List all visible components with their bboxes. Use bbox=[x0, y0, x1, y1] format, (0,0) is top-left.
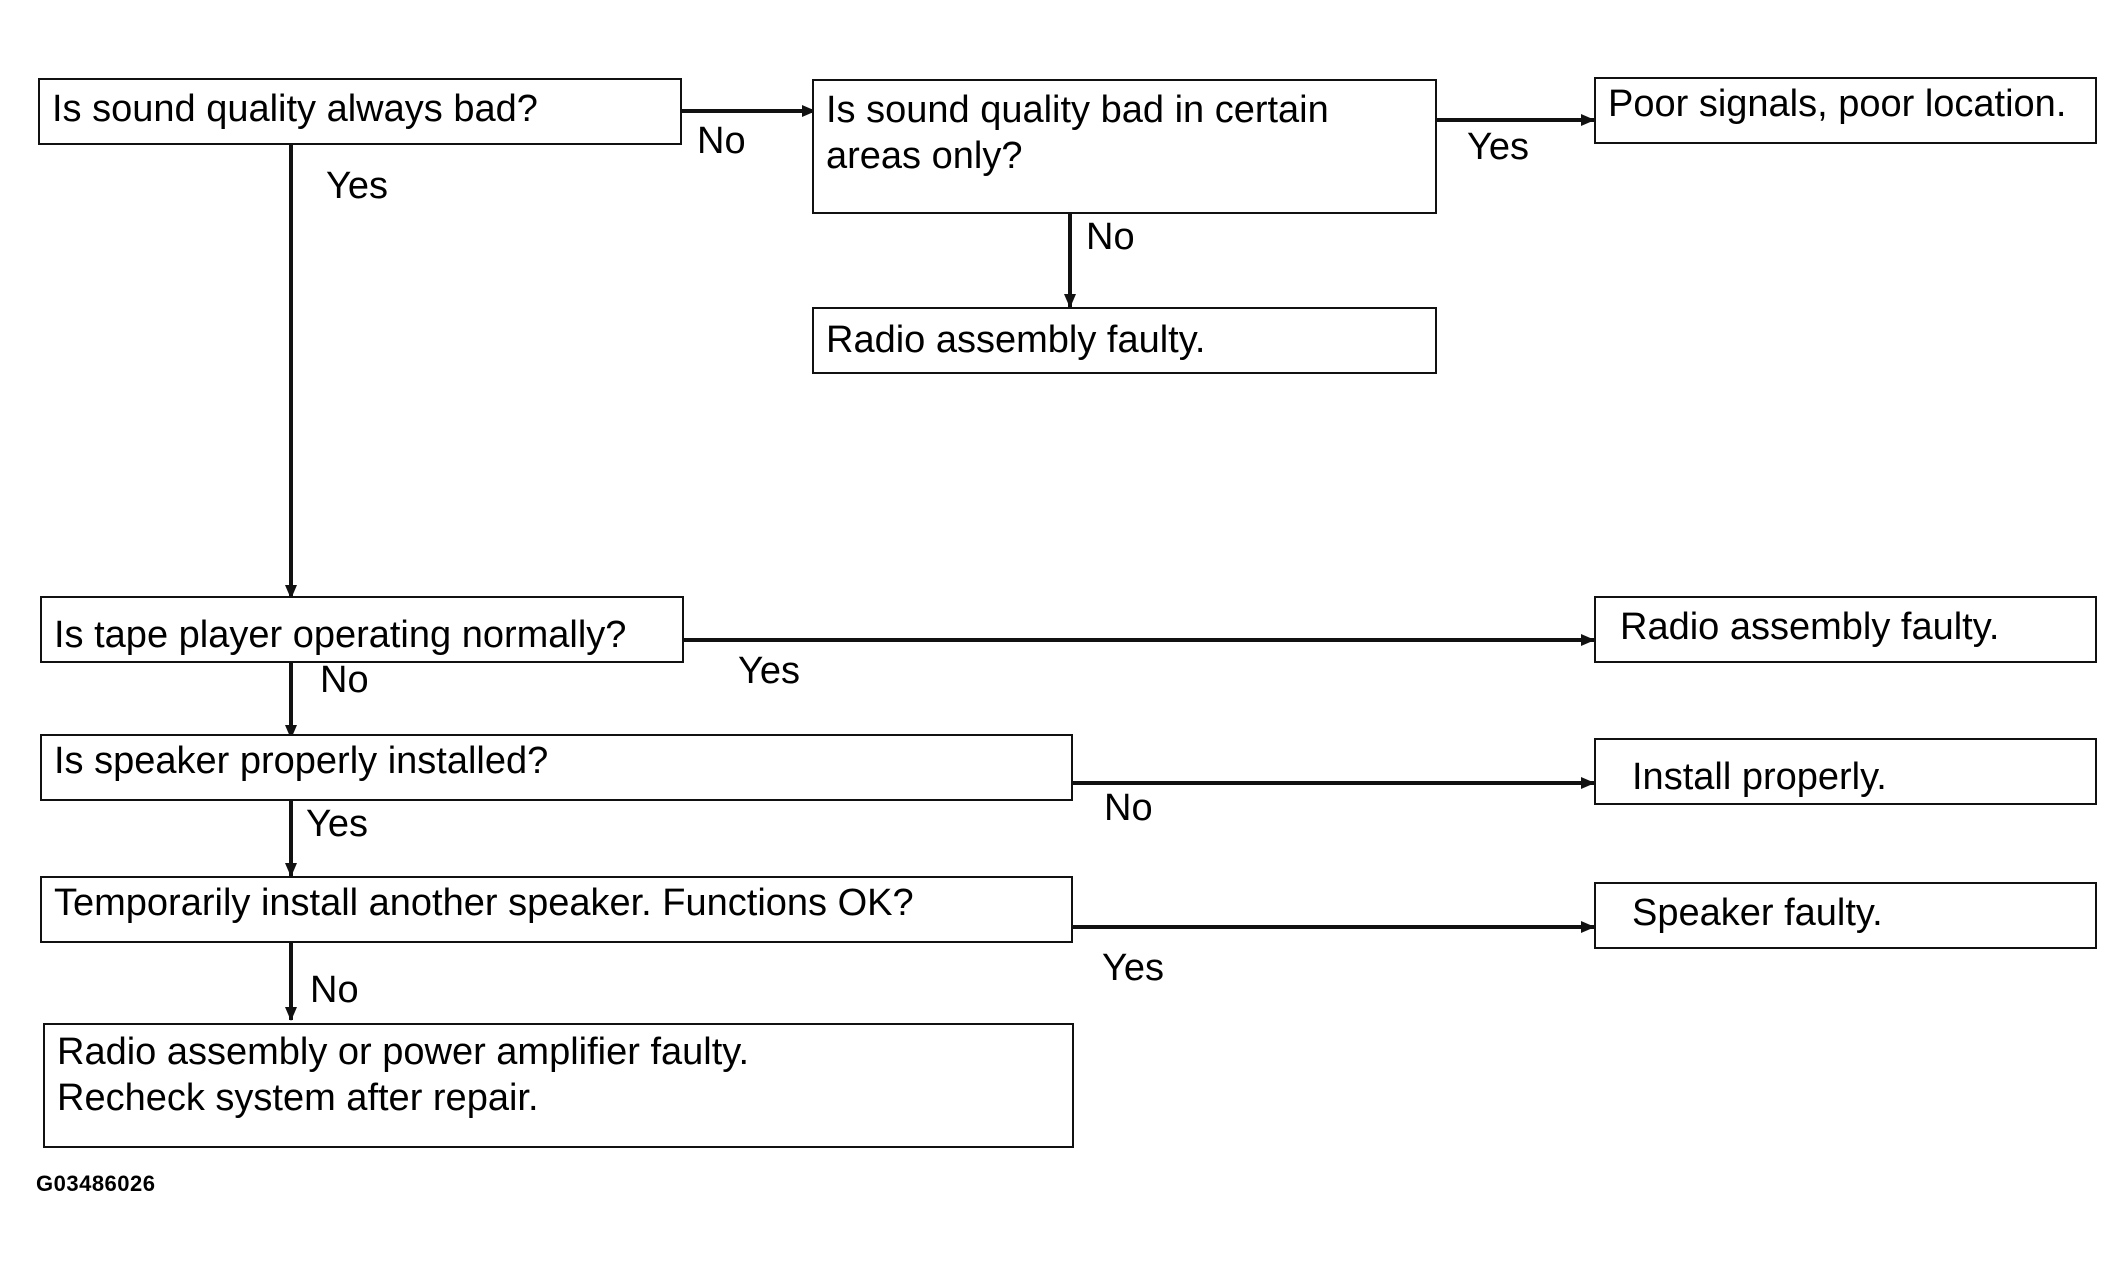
label-speaker-installed-no: No bbox=[1104, 787, 1153, 829]
question-speaker-installed: Is speaker properly installed? bbox=[40, 734, 1073, 801]
result-radio-faulty-2: Radio assembly faulty. bbox=[1594, 596, 2097, 663]
result-radio-faulty-1-text: Radio assembly faulty. bbox=[826, 319, 1206, 361]
result-radio-or-amp-line-1: Radio assembly or power amplifier faulty… bbox=[57, 1031, 750, 1073]
figure-code: G03486026 bbox=[36, 1171, 156, 1196]
result-radio-or-amp-line-2: Recheck system after repair. bbox=[57, 1077, 539, 1119]
result-radio-faulty-1: Radio assembly faulty. bbox=[812, 307, 1437, 374]
result-speaker-faulty: Speaker faulty. bbox=[1594, 882, 2097, 949]
label-another-speaker-no: No bbox=[310, 969, 359, 1011]
label-always-bad-no: No bbox=[697, 120, 746, 162]
result-radio-or-amp: Radio assembly or power amplifier faulty… bbox=[43, 1023, 1074, 1148]
question-always-bad-text: Is sound quality always bad? bbox=[52, 88, 538, 130]
question-certain-areas-line-1: Is sound quality bad in certain bbox=[826, 89, 1329, 131]
question-certain-areas-line-2: areas only? bbox=[826, 135, 1023, 177]
label-another-speaker-yes: Yes bbox=[1102, 947, 1164, 989]
question-speaker-installed-text: Is speaker properly installed? bbox=[54, 740, 549, 782]
question-certain-areas: Is sound quality bad in certain areas on… bbox=[812, 79, 1437, 214]
label-certain-areas-yes: Yes bbox=[1467, 126, 1529, 168]
question-another-speaker: Temporarily install another speaker. Fun… bbox=[40, 876, 1073, 943]
label-certain-areas-no: No bbox=[1086, 216, 1135, 258]
question-tape-player: Is tape player operating normally? bbox=[40, 596, 684, 663]
label-always-bad-yes: Yes bbox=[326, 165, 388, 207]
label-speaker-installed-yes: Yes bbox=[306, 803, 368, 845]
result-install-properly-text: Install properly. bbox=[1632, 756, 1887, 798]
result-speaker-faulty-text: Speaker faulty. bbox=[1632, 892, 1883, 934]
label-tape-yes: Yes bbox=[738, 650, 800, 692]
result-radio-faulty-2-text: Radio assembly faulty. bbox=[1620, 606, 2000, 648]
result-poor-signals-text: Poor signals, poor location. bbox=[1608, 83, 2067, 125]
result-poor-signals: Poor signals, poor location. bbox=[1594, 77, 2097, 144]
result-install-properly: Install properly. bbox=[1594, 738, 2097, 805]
question-tape-player-text: Is tape player operating normally? bbox=[54, 614, 627, 656]
label-tape-no: No bbox=[320, 659, 369, 701]
question-another-speaker-text: Temporarily install another speaker. Fun… bbox=[54, 882, 914, 924]
question-always-bad: Is sound quality always bad? bbox=[38, 78, 682, 145]
